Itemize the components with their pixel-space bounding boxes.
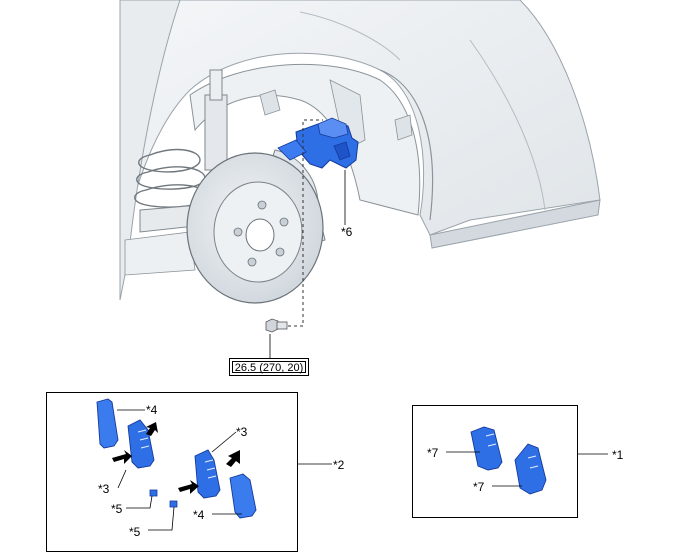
brake-disc: [186, 152, 324, 304]
label-support-plate-b: *5: [129, 525, 141, 539]
label-anti-squeal-shim-bottom: *4: [193, 508, 205, 522]
label-pad-lower: *7: [473, 480, 485, 494]
vehicle-body: [119, 0, 601, 301]
label-caliper-bracket: *6: [341, 225, 353, 239]
leader-lines-left: [117, 409, 332, 531]
wheel-well-liner: [189, 63, 421, 216]
pad-kit-frame: [412, 405, 578, 518]
torque-spec-box: 26.5 (270, 20): [229, 358, 309, 376]
leader-lines-right: [446, 451, 608, 487]
leader-lines-upper: [269, 170, 346, 358]
installation-guide-line: [282, 119, 323, 327]
bolt: [265, 318, 288, 333]
label-support-plate-a: *5: [111, 502, 123, 516]
caliper-bracket-part: [277, 117, 359, 169]
pad-kit-right-group-art: [470, 426, 547, 495]
label-wear-indicator-left: *3: [98, 482, 110, 496]
pad-set-left-group-art: [96, 398, 257, 519]
label-pad-kit-group: *1: [612, 448, 624, 462]
label-pad-upper: *7: [427, 446, 439, 460]
label-wear-indicator-right: *3: [236, 425, 248, 439]
label-set-of-pads-group: *2: [333, 458, 345, 472]
torque-spec-value: 26.5 (270, 20): [232, 361, 306, 374]
label-anti-squeal-shim-top: *4: [146, 403, 158, 417]
set-of-pads-frame: [46, 392, 298, 552]
coil-spring-and-shock: [124, 69, 228, 276]
